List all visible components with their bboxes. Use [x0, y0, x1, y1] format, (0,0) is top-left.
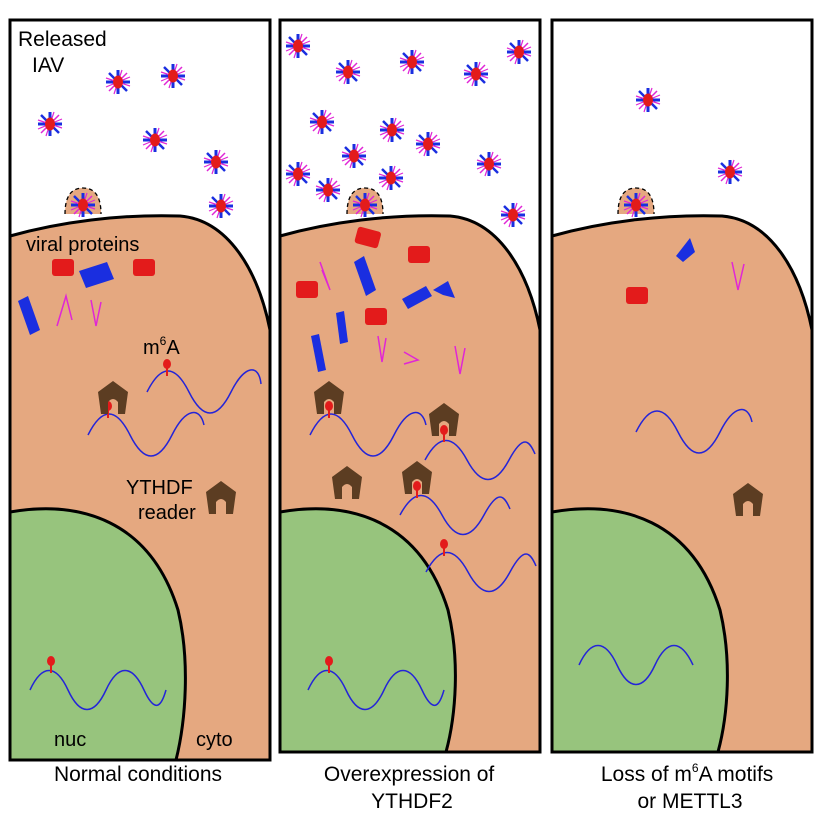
label-viral-proteins: viral proteins	[26, 234, 139, 256]
caption-loss: Loss of m6A motifs or METTL3	[601, 761, 779, 813]
nucleus	[550, 507, 729, 754]
panel-frame	[550, 18, 814, 754]
budding-virion	[64, 187, 102, 219]
rna-strands	[307, 412, 537, 711]
nucleus	[8, 507, 187, 762]
panel-frame	[278, 18, 542, 754]
label-ythdf-reader: YTHDF reader	[126, 477, 198, 524]
panel-overexpression: Overexpression of YTHDF2	[278, 18, 542, 813]
label-cyto: cyto	[196, 729, 233, 751]
caption-overexpression: Overexpression of YTHDF2	[324, 763, 500, 813]
released-virions	[634, 86, 744, 186]
panel-normal: Released IAV viral proteins m6A YTHDF re…	[8, 18, 272, 786]
viral-proteins	[626, 238, 745, 304]
label-m6a: m6A	[143, 334, 180, 359]
released-virions	[36, 62, 235, 220]
label-released: Released IAV	[18, 28, 113, 77]
panel-loss: Loss of m6A motifs or METTL3	[550, 18, 814, 813]
budding-virion	[617, 187, 655, 219]
label-nuc: nuc	[54, 729, 86, 751]
nucleus	[278, 507, 457, 754]
panel-frame	[8, 18, 272, 762]
budding-virion	[346, 187, 384, 219]
rna-strands	[578, 409, 753, 686]
caption-normal: Normal conditions	[54, 763, 222, 786]
released-virions	[284, 32, 533, 229]
viral-proteins	[18, 259, 155, 335]
viral-proteins	[296, 226, 466, 375]
